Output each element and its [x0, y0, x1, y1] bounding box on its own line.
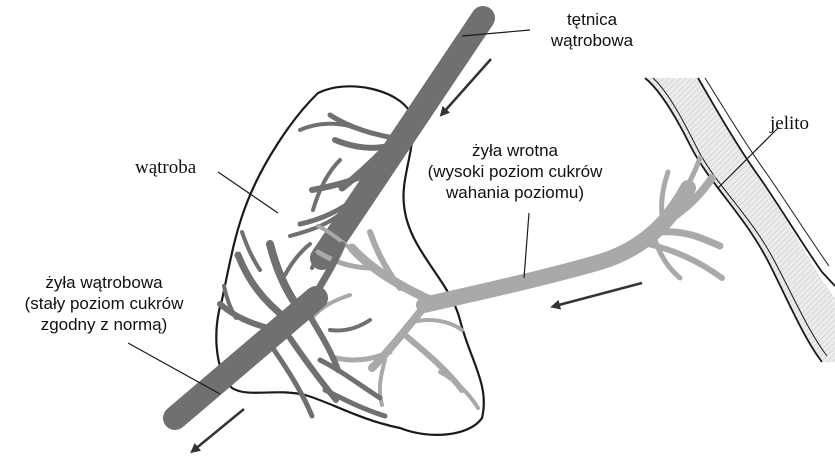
leader-hepatic-vein	[128, 343, 220, 394]
label-portal-vein-line-3: wahania poziomu)	[400, 182, 630, 203]
label-intestine: jelito	[770, 113, 809, 134]
hepatic-vein-flow-arrow	[194, 409, 244, 450]
label-hepatic-vein-line-2: (stały poziom cukrów	[4, 293, 204, 314]
label-hepatic-artery-line-1: tętnica	[522, 9, 662, 30]
label-hepatic-artery-line-2: wątrobowa	[522, 30, 662, 51]
portal-flow-arrow	[555, 283, 642, 306]
label-portal-vein: żyła wrotna (wysoki poziom cukrów wahani…	[400, 140, 630, 203]
label-hepatic-vein: żyła wątrobowa (stały poziom cukrów zgod…	[4, 272, 204, 335]
label-intestine-text: jelito	[770, 113, 809, 134]
label-hepatic-artery: tętnica wątrobowa	[522, 9, 662, 51]
label-liver: wątroba	[135, 157, 196, 178]
label-liver-text: wątroba	[135, 157, 196, 178]
leader-portal-vein	[524, 213, 529, 278]
label-portal-vein-line-1: żyła wrotna	[400, 140, 630, 161]
label-hepatic-vein-line-1: żyła wątrobowa	[4, 272, 204, 293]
label-portal-vein-line-2: (wysoki poziom cukrów	[400, 161, 630, 182]
label-hepatic-vein-line-3: zgodny z normą)	[4, 314, 204, 335]
